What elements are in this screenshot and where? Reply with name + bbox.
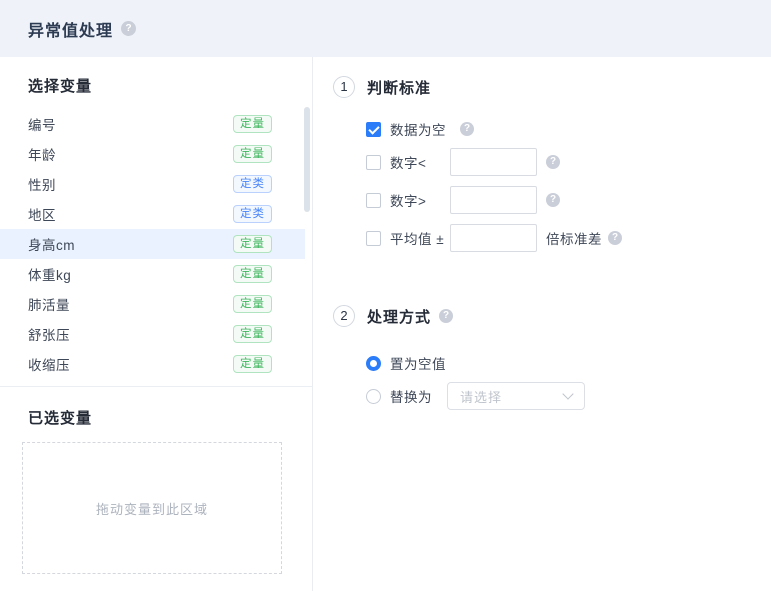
- mean-sd-checkbox[interactable]: [366, 230, 381, 246]
- criteria-section-header: 1 判断标准: [333, 76, 431, 98]
- criteria-option-number-less: 数字<: [366, 148, 560, 176]
- variable-type-badge: 定量: [233, 265, 272, 283]
- step-1-badge: 1: [333, 76, 355, 98]
- set-null-radio[interactable]: [366, 355, 381, 371]
- criteria-option-number-greater: 数字>: [366, 186, 560, 214]
- panel-divider: [0, 386, 313, 387]
- variable-type-badge: 定量: [233, 145, 272, 163]
- number-less-checkbox[interactable]: [366, 154, 381, 170]
- page-title: 异常值处理: [28, 22, 114, 40]
- number-less-input[interactable]: [450, 148, 537, 176]
- variable-label: 身高cm: [28, 238, 75, 253]
- number-less-help-icon[interactable]: [546, 155, 560, 169]
- variable-label: 年龄: [28, 148, 56, 163]
- selected-variables-heading: 已选变量: [28, 410, 93, 427]
- replace-label: 替换为: [390, 390, 432, 405]
- select-variables-heading: 选择变量: [28, 78, 93, 95]
- step-2-badge: 2: [333, 305, 355, 327]
- variable-label: 肺活量: [28, 298, 70, 313]
- variable-type-badge: 定量: [233, 325, 272, 343]
- variable-type-badge: 定类: [233, 175, 272, 193]
- number-greater-input[interactable]: [450, 186, 537, 214]
- page-header: 异常值处理: [0, 0, 771, 57]
- criteria-heading: 判断标准: [367, 79, 432, 97]
- treatment-heading: 处理方式: [367, 308, 432, 326]
- variable-label: 体重kg: [28, 268, 72, 283]
- empty-data-help-icon[interactable]: [460, 122, 474, 136]
- variable-type-badge: 定类: [233, 205, 272, 223]
- mean-sd-label: 平均值 ±: [390, 232, 445, 247]
- number-less-label: 数字<: [390, 156, 427, 171]
- page-title-help-icon[interactable]: [121, 21, 137, 36]
- variable-row[interactable]: 性别 定类: [0, 169, 305, 199]
- variable-label: 舒张压: [28, 328, 70, 343]
- number-greater-help-icon[interactable]: [546, 193, 560, 207]
- replace-select[interactable]: 请选择: [447, 382, 585, 410]
- variable-row[interactable]: 年龄 定量: [0, 139, 305, 169]
- treatment-section-header: 2 处理方式: [333, 305, 454, 327]
- variable-list: 编号 定量 年龄 定量 性别 定类 地区 定类 身高cm 定量 体重kg 定量 …: [0, 109, 305, 379]
- variable-label: 性别: [28, 178, 56, 193]
- variable-row[interactable]: 地区 定类: [0, 199, 305, 229]
- drop-zone-placeholder: 拖动变量到此区域: [95, 501, 208, 517]
- variable-label: 收缩压: [28, 358, 70, 373]
- drop-zone[interactable]: 拖动变量到此区域: [22, 442, 282, 574]
- variable-type-badge: 定量: [233, 355, 272, 373]
- variable-type-badge: 定量: [233, 115, 272, 133]
- variable-type-badge: 定量: [233, 235, 272, 253]
- criteria-option-mean-sd: 平均值 ± 倍标准差: [366, 224, 622, 252]
- criteria-option-empty-data: 数据为空: [366, 121, 474, 138]
- number-greater-label: 数字>: [390, 194, 427, 209]
- treatment-option-set-null: 置为空值: [366, 355, 446, 372]
- variable-row[interactable]: 肺活量 定量: [0, 289, 305, 319]
- variable-row[interactable]: 身高cm 定量: [0, 229, 305, 259]
- variable-label: 编号: [28, 118, 56, 133]
- mean-sd-help-icon[interactable]: [608, 231, 622, 245]
- variable-label: 地区: [28, 208, 56, 223]
- mean-multiplier-input[interactable]: [450, 224, 537, 252]
- variable-row[interactable]: 体重kg 定量: [0, 259, 305, 289]
- variable-row[interactable]: 收缩压 定量: [0, 349, 305, 379]
- replace-select-placeholder: 请选择: [460, 389, 503, 405]
- treatment-option-replace: 替换为 请选择: [366, 382, 585, 410]
- empty-data-checkbox[interactable]: [366, 121, 381, 137]
- treatment-help-icon[interactable]: [439, 309, 454, 323]
- variable-panel: 选择变量 编号 定量 年龄 定量 性别 定类 地区 定类 身高cm 定量 体重k…: [0, 57, 313, 591]
- replace-radio[interactable]: [366, 388, 381, 404]
- number-greater-checkbox[interactable]: [366, 192, 381, 208]
- variable-row[interactable]: 舒张压 定量: [0, 319, 305, 349]
- scrollbar-thumb[interactable]: [304, 107, 310, 212]
- variable-type-badge: 定量: [233, 295, 272, 313]
- chevron-down-icon: [562, 388, 574, 400]
- settings-panel: 1 判断标准 数据为空 数字< 数字> 平均值 ± 倍标准差 2 处理方式 置为…: [313, 57, 771, 591]
- empty-data-label: 数据为空: [390, 123, 446, 138]
- mean-sd-suffix-label: 倍标准差: [546, 232, 602, 247]
- variable-row[interactable]: 编号 定量: [0, 109, 305, 139]
- set-null-label: 置为空值: [390, 357, 446, 372]
